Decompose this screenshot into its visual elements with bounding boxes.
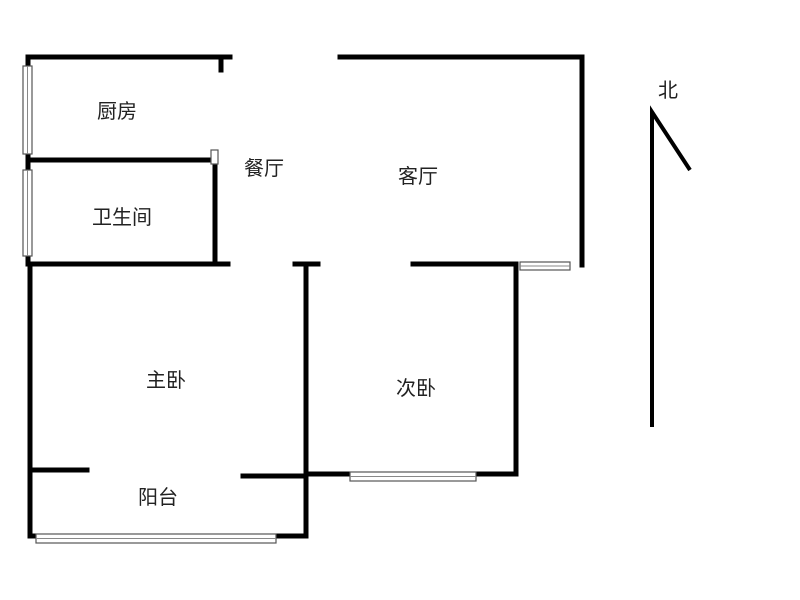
balcony-window — [35, 533, 277, 544]
room-labels: 厨房 卫生间 餐厅 客厅 主卧 次卧 阳台 — [92, 99, 438, 509]
north-arrow-icon — [650, 105, 692, 427]
room-label-kitchen: 厨房 — [97, 99, 137, 123]
room-label-dining: 餐厅 — [244, 156, 284, 180]
room-label-balcony: 阳台 — [138, 485, 178, 509]
room-label-living: 客厅 — [398, 164, 438, 188]
room-label-bathroom: 卫生间 — [92, 205, 152, 229]
second-bedroom-window — [349, 471, 477, 482]
walls — [25, 54, 585, 539]
windows — [22, 65, 571, 544]
bathroom-vent — [210, 149, 219, 165]
north-compass: 北 — [650, 78, 692, 427]
bathroom-window — [22, 169, 33, 257]
north-label: 北 — [658, 78, 678, 102]
kitchen-window — [22, 65, 33, 155]
room-label-master-bedroom: 主卧 — [146, 368, 186, 392]
living-window — [519, 261, 571, 271]
room-label-second-bedroom: 次卧 — [396, 376, 436, 400]
